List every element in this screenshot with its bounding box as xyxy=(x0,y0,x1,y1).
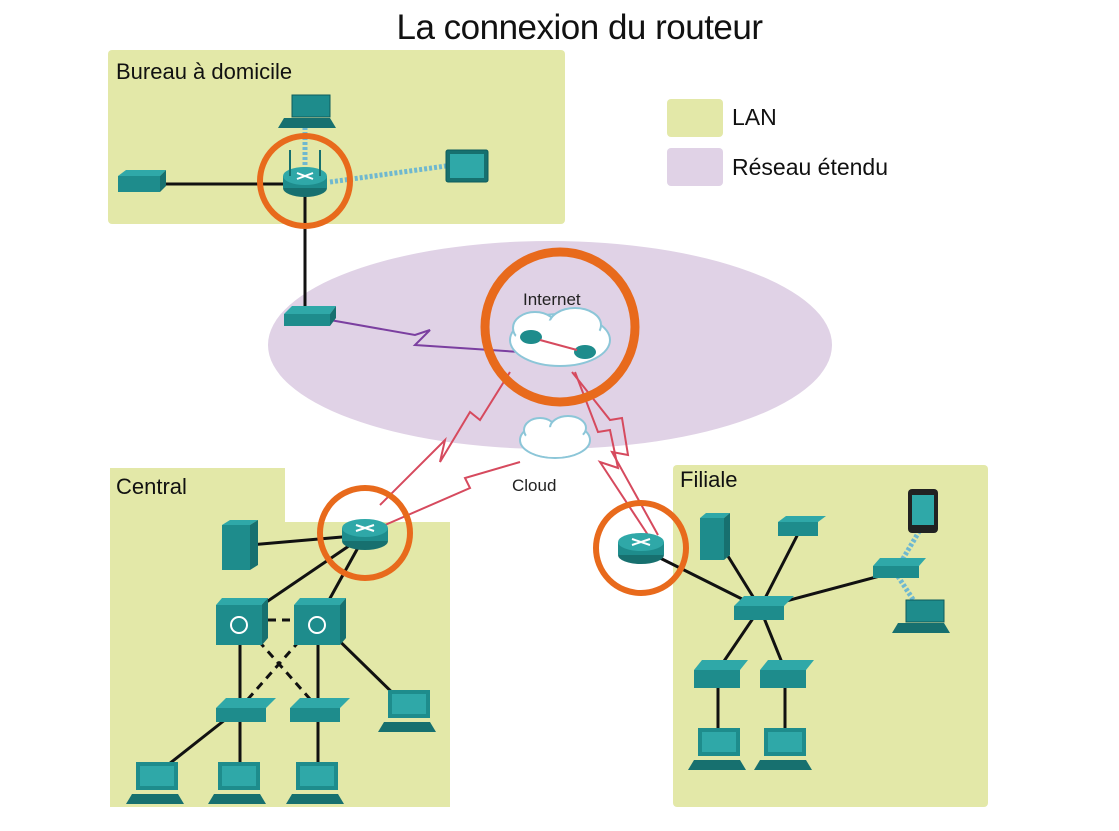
multilayer-switch-right-icon xyxy=(294,598,346,645)
central-pc-3-icon xyxy=(286,762,344,804)
home-tablet-icon xyxy=(445,149,489,183)
legend-lan-swatch xyxy=(667,99,723,137)
branch-switch-icon xyxy=(734,596,794,620)
home-laptop-icon xyxy=(278,94,336,128)
home-router-highlight xyxy=(257,133,353,229)
central-zone xyxy=(110,468,450,807)
access-switch-right-icon xyxy=(290,698,350,722)
internet-highlight xyxy=(480,247,640,407)
branch-pc-left-icon xyxy=(688,728,746,770)
legend-wan-label: Réseau étendu xyxy=(732,154,889,180)
branch-router-highlight xyxy=(593,500,689,596)
legend-lan-label: LAN xyxy=(732,104,777,130)
multilayer-switch-left-icon xyxy=(216,598,268,645)
internet-label: Internet xyxy=(523,290,581,309)
branch-server-icon xyxy=(700,513,730,560)
branch-wireless-router-icon xyxy=(873,558,926,578)
dsl-modem-icon xyxy=(284,306,336,326)
central-server-icon xyxy=(222,520,258,570)
internet-cloud-icon xyxy=(509,307,611,367)
central-router-icon xyxy=(342,519,388,550)
branch-pc-right-icon xyxy=(754,728,812,770)
cloud-icon xyxy=(519,415,591,459)
branch-ip-phone-left-icon xyxy=(694,660,748,688)
branch-printer-icon xyxy=(778,516,826,536)
legend-wan-swatch xyxy=(667,148,723,186)
central-router-highlight xyxy=(317,485,413,581)
access-switch-left-icon xyxy=(216,698,276,722)
branch-label: Filiale xyxy=(680,467,738,492)
home-printer-icon xyxy=(118,170,166,192)
central-pc-right-icon xyxy=(378,690,436,732)
home-office-label: Bureau à domicile xyxy=(116,59,293,84)
branch-ip-phone-right-icon xyxy=(760,660,814,688)
central-label: Central xyxy=(116,474,187,499)
branch-router-icon xyxy=(618,533,664,564)
branch-smartphone-icon xyxy=(908,489,938,533)
branch-laptop-icon xyxy=(892,599,950,633)
diagram-title: La connexion du routeur xyxy=(396,8,764,47)
cloud-label: Cloud xyxy=(512,476,557,495)
home-router-icon xyxy=(283,150,327,197)
central-pc-2-icon xyxy=(208,762,266,804)
central-pc-1-icon xyxy=(126,762,184,804)
